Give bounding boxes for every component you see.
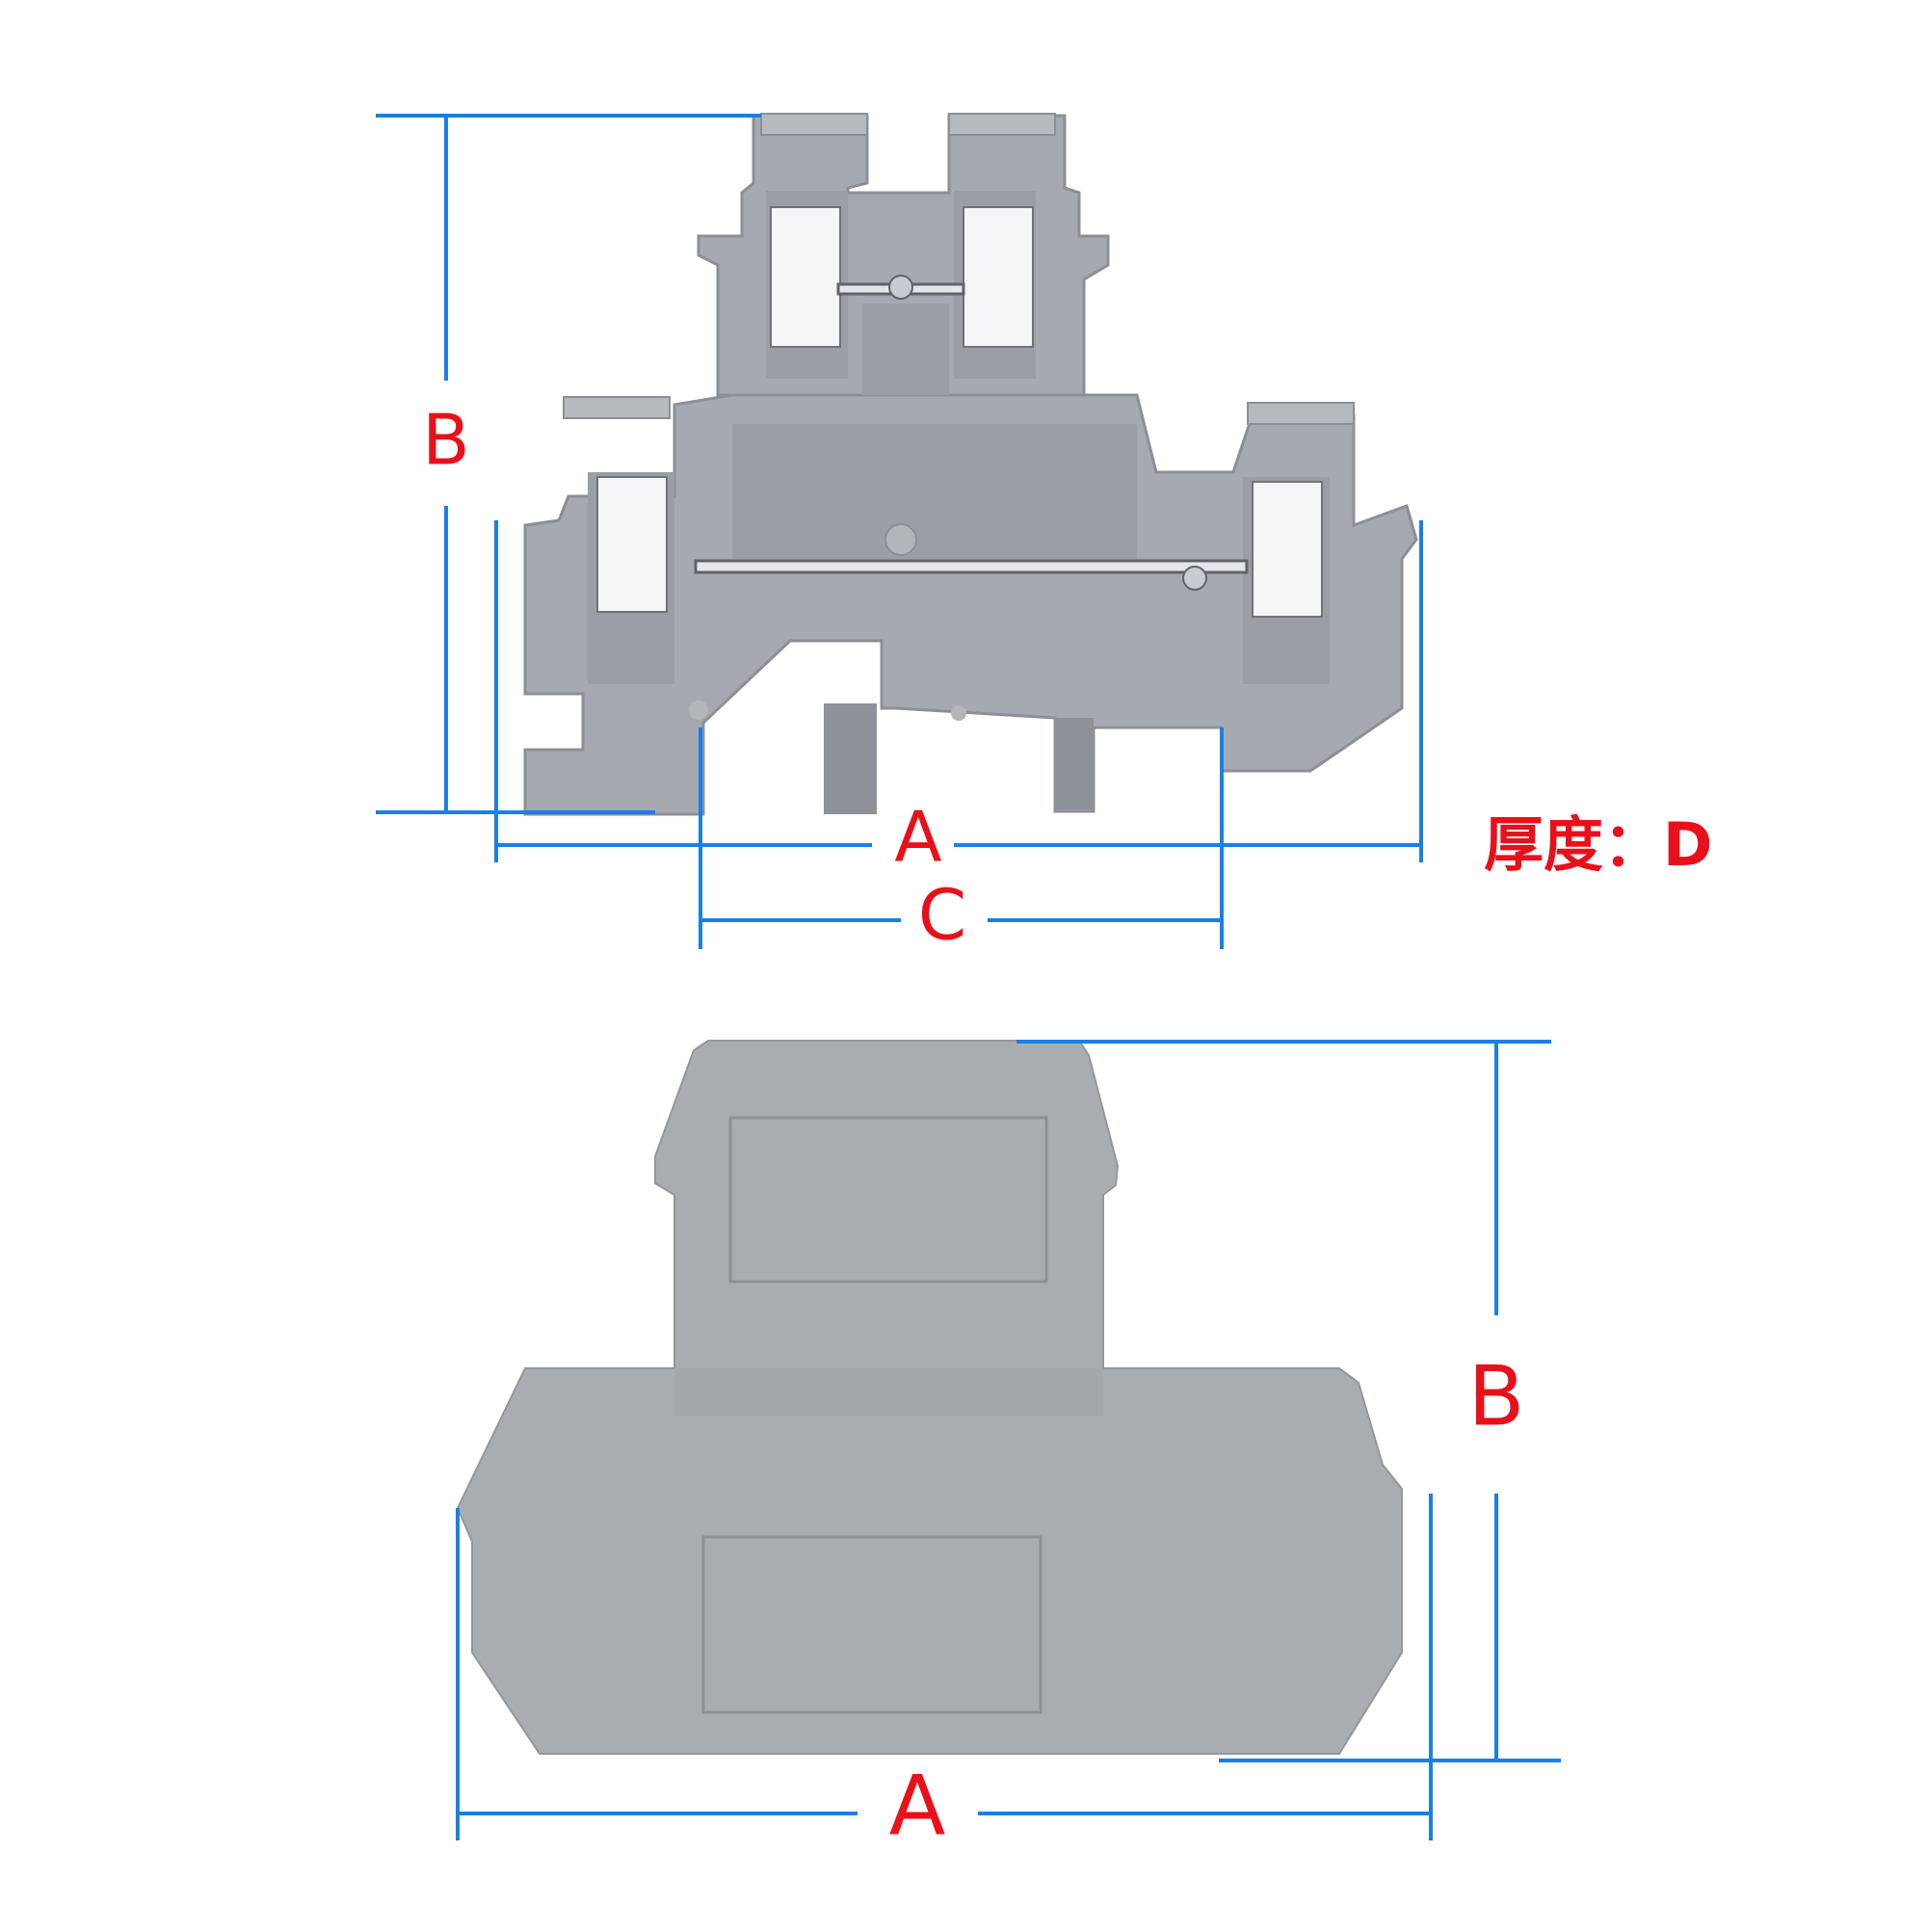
side-b-label: B (422, 400, 469, 481)
side-dimension-c: C (699, 728, 1224, 956)
side-a-label: A (894, 797, 941, 878)
cover-a-label: A (889, 1758, 946, 1854)
terminal-block-side-icon (523, 113, 1418, 816)
side-c-label: C (918, 875, 966, 956)
cover-dimension-a: A (456, 1494, 1433, 1854)
thickness-note: 厚度：D (1484, 809, 1713, 880)
end-cover-plate-icon (456, 1040, 1403, 1755)
cover-dimension-b: B (1016, 1040, 1561, 1762)
side-dimension-a: A (494, 520, 1423, 878)
side-dimension-b: B (376, 114, 761, 814)
cover-b-label: B (1468, 1348, 1525, 1444)
